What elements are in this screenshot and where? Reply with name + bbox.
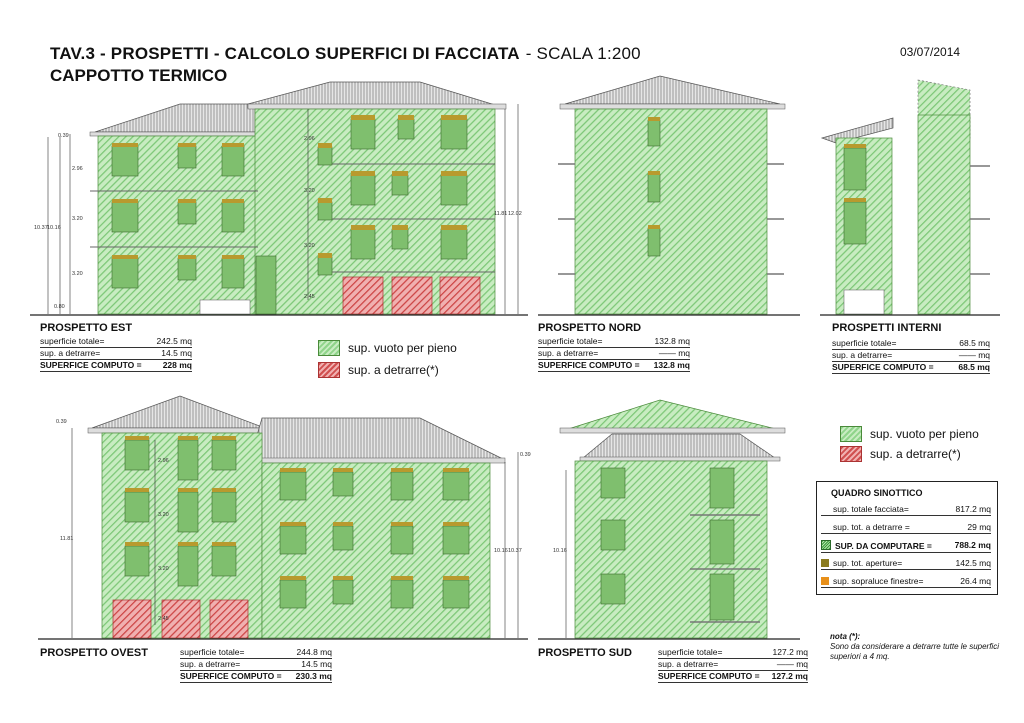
ovest-table: superficie totale=244.8 mq sup. a detrar… xyxy=(180,647,332,683)
green-swatch-icon xyxy=(840,426,862,442)
page-subtitle: CAPPOTTO TERMICO xyxy=(50,66,228,85)
nord-title: PROSPETTO NORD xyxy=(538,322,642,334)
dim-label: 11.81 xyxy=(60,536,73,542)
table-row: SUPERFICE COMPUTO =127.2 mq xyxy=(658,671,808,683)
red-swatch-icon xyxy=(840,446,862,462)
legend-green: sup. vuoto per pieno xyxy=(318,340,457,356)
dim-label: 2.96 xyxy=(304,136,315,142)
dim-label: 10.16 xyxy=(494,548,508,554)
table-row: sup. a detrarre=—— mq xyxy=(658,659,808,671)
dim-label: 3.20 xyxy=(72,216,83,222)
table-row: sup. a detrarre=—— mq xyxy=(538,348,690,360)
legend-red-2: sup. a detrarre(*) xyxy=(840,446,961,462)
dim-label: 3.20 xyxy=(72,271,83,277)
dim-label: 10.37 xyxy=(508,548,522,554)
windows-est xyxy=(111,118,468,315)
table-row: sup. totale facciata=817.2 mq xyxy=(821,504,991,516)
table-row: sup. tot. a detrarre =29 mq xyxy=(821,522,991,534)
garage-doors-est xyxy=(342,276,481,315)
orange-marker-icon xyxy=(821,577,829,585)
scale-label: - SCALA 1:200 xyxy=(525,44,641,63)
page-title: TAV.3 - PROSPETTI - CALCOLO SUPERFICI DI… xyxy=(50,44,641,63)
dim-labels-est: 0.39 2.96 3.20 3.20 0.80 10.37 10.16 2.9… xyxy=(34,133,522,310)
table-row: superficie totale=132.8 mq xyxy=(538,336,690,348)
dims-est xyxy=(47,104,519,314)
elevation-nord xyxy=(538,75,800,316)
elevation-ovest: 0.39 11.81 2.96 3.20 3.20 2.45 0.39 10.1… xyxy=(38,395,567,640)
lintels-est xyxy=(112,115,467,259)
note-text: Sono da considerare a detrarre tutte le … xyxy=(830,642,999,661)
table-row: superficie totale=68.5 mq xyxy=(832,338,990,350)
olive-marker-icon xyxy=(821,559,829,567)
est-title: PROSPETTO EST xyxy=(40,322,133,334)
legend-green-2: sup. vuoto per pieno xyxy=(840,426,979,442)
table-row: sup. a detrarre=14.5 mq xyxy=(180,659,332,671)
dim-label: 10.16 xyxy=(553,548,567,554)
dim-label: 2.45 xyxy=(158,616,169,622)
dim-label: 12.02 xyxy=(508,211,522,217)
dim-label: 0.80 xyxy=(54,304,65,310)
balcony-lines-est xyxy=(90,163,495,273)
dim-label: 2.45 xyxy=(304,294,315,300)
interni-title: PROSPETTI INTERNI xyxy=(832,322,942,334)
table-row: superficie totale=242.5 mq xyxy=(40,336,192,348)
table-row: superficie totale=127.2 mq xyxy=(658,647,808,659)
dim-label: 3.20 xyxy=(158,512,169,518)
legend-red: sup. a detrarre(*) xyxy=(318,362,439,378)
interni-table: superficie totale=68.5 mq sup. a detrarr… xyxy=(832,338,990,374)
roof-est-left xyxy=(94,103,256,133)
date-label: 03/07/2014 xyxy=(900,45,961,59)
est-table: superficie totale=242.5 mq sup. a detrar… xyxy=(40,336,192,372)
dim-label: 3.20 xyxy=(304,188,315,194)
nord-table: superficie totale=132.8 mq sup. a detrar… xyxy=(538,336,690,372)
table-row: sup. sopraluce finestre=26.4 mq xyxy=(821,576,991,588)
elevation-interni xyxy=(820,79,1000,316)
table-row: sup. tot. aperture=142.5 mq xyxy=(821,558,991,570)
dim-label: 2.96 xyxy=(158,458,169,464)
red-swatch-icon xyxy=(318,362,340,378)
elevation-sud xyxy=(538,399,800,640)
sud-table: superficie totale=127.2 mq sup. a detrar… xyxy=(658,647,808,683)
green-swatch-icon xyxy=(318,340,340,356)
dim-label: 10.37 xyxy=(34,225,48,231)
note-title: nota (*): xyxy=(830,632,861,641)
dim-label: 2.96 xyxy=(72,166,83,172)
dim-label: 0.39 xyxy=(520,452,531,458)
dim-label: 3.20 xyxy=(158,566,169,572)
sud-title: PROSPETTO SUD xyxy=(538,647,632,659)
dim-label: 0.39 xyxy=(56,419,67,425)
table-row: SUPERFICE COMPUTO =68.5 mq xyxy=(832,362,990,374)
quadro-sinottico: QUADRO SINOTTICO sup. totale facciata=81… xyxy=(816,481,998,595)
table-row: SUPERFICE COMPUTO =228 mq xyxy=(40,360,192,372)
table-row: SUPERFICE COMPUTO =132.8 mq xyxy=(538,360,690,372)
dim-label: 0.39 xyxy=(58,133,69,139)
dim-label: 10.16 xyxy=(47,225,61,231)
ovest-title: PROSPETTO OVEST xyxy=(40,647,148,659)
quadro-title: QUADRO SINOTTICO xyxy=(831,488,923,498)
table-row: superficie totale=244.8 mq xyxy=(180,647,332,659)
dim-label: 11.81 xyxy=(494,211,507,217)
elevation-est: 0.39 2.96 3.20 3.20 0.80 10.37 10.16 2.9… xyxy=(30,81,528,316)
note: nota (*): Sono da considerare a detrarre… xyxy=(830,632,1000,662)
table-row: SUP. DA COMPUTARE =788.2 mq xyxy=(821,540,991,553)
green-marker-icon xyxy=(821,540,831,550)
table-row: sup. a detrarre=—— mq xyxy=(832,350,990,362)
table-row: sup. a detrarre=14.5 mq xyxy=(40,348,192,360)
table-row: SUPERFICE COMPUTO =230.3 mq xyxy=(180,671,332,683)
dim-label: 3.20 xyxy=(304,243,315,249)
